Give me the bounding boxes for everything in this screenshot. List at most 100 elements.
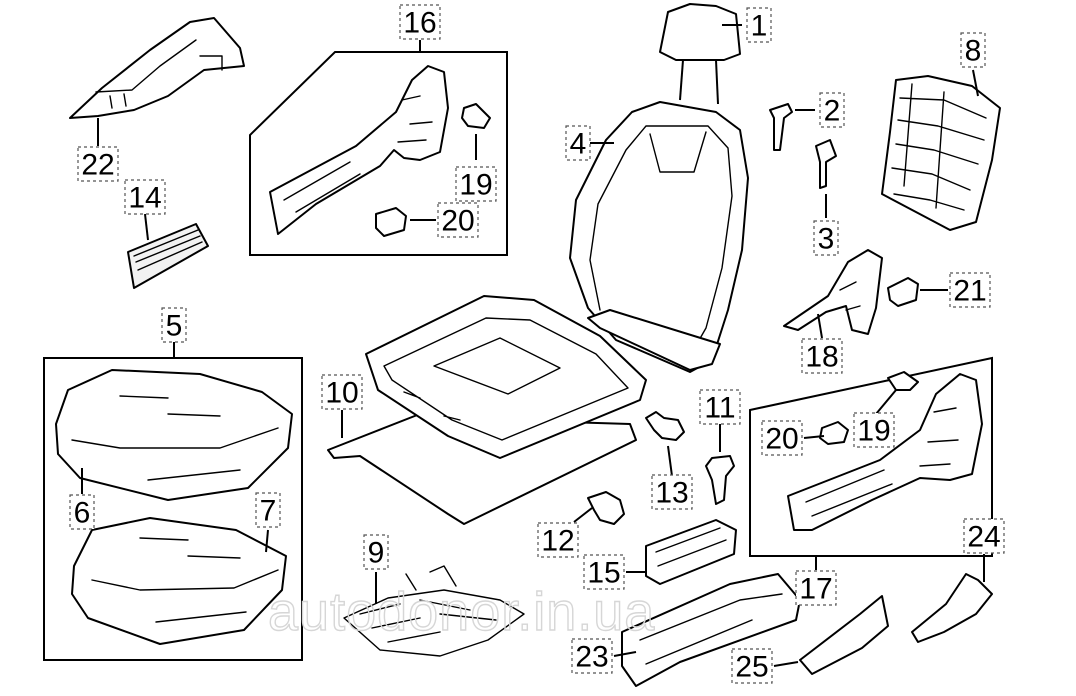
part-23-lower-cover [621, 573, 801, 687]
callout-box-11 [699, 389, 741, 425]
callout-6: 6 [69, 494, 95, 530]
callout-13: 13 [651, 474, 693, 510]
callout-box-8 [960, 32, 986, 68]
part-17-outer-side-cover [787, 373, 983, 531]
callout-box-18 [801, 338, 843, 374]
callout-box-23 [571, 638, 613, 674]
callout-9: 9 [363, 534, 389, 570]
callout-box-22 [77, 146, 119, 182]
callout-25: 25 [731, 648, 773, 684]
callout-number-17: 17 [799, 573, 832, 606]
callout-1: 1 [746, 7, 772, 43]
callout-box-21 [949, 272, 991, 308]
callout-number-22: 22 [81, 149, 114, 182]
part-6-cushion-cover [55, 369, 293, 501]
callout-number-9: 9 [368, 537, 385, 570]
callout-number-18: 18 [805, 341, 838, 374]
group-frame-16 [249, 51, 508, 256]
callout-number-12: 12 [541, 525, 574, 558]
callout-5: 5 [161, 307, 187, 343]
callout-box-2 [819, 92, 845, 128]
leader-lines [81, 24, 985, 667]
part-20-connector-lower [819, 421, 849, 445]
callout-number-20b: 20 [765, 423, 798, 456]
part-14-pad [127, 223, 209, 289]
part-12-bolt [587, 491, 625, 525]
callout-box-6 [69, 494, 95, 530]
callout-17: 17 [795, 570, 837, 606]
part-8-back-frame [881, 75, 1001, 231]
part-25-strip [799, 595, 889, 675]
part-7-cushion-pad [71, 517, 287, 645]
part-13-bolt [645, 411, 685, 441]
part-11-clip [705, 455, 735, 505]
callout-box-16 [399, 4, 441, 40]
callout-number-7: 7 [260, 495, 277, 528]
group-frame-17 [749, 356, 993, 557]
callout-box-10 [321, 374, 363, 410]
callout-14: 14 [124, 179, 166, 215]
callout-box-9 [363, 534, 389, 570]
callout-15: 15 [583, 554, 625, 590]
part-19-clip-lower [887, 371, 919, 391]
watermark: autodonor.in.ua [268, 582, 655, 642]
callout-19a: 19 [455, 166, 497, 202]
callout-box-20a [437, 202, 479, 238]
part-15-trim [645, 519, 737, 585]
callout-number-15: 15 [587, 557, 620, 590]
callout-box-13 [651, 474, 693, 510]
callout-number-25: 25 [735, 651, 768, 684]
callout-12: 12 [537, 522, 579, 558]
callout-4: 4 [565, 125, 591, 161]
callout-number-23: 23 [575, 641, 608, 674]
callout-number-6: 6 [74, 497, 91, 530]
callout-number-20a: 20 [441, 205, 474, 238]
callout-21: 21 [949, 272, 991, 308]
callout-8: 8 [960, 32, 986, 68]
part-3-headrest-guide-lock [815, 139, 837, 189]
part-4-seat-back [569, 101, 749, 373]
callout-10: 10 [321, 374, 363, 410]
part-20-connector-upper [375, 207, 407, 237]
callout-23: 23 [571, 638, 613, 674]
callout-3: 3 [813, 220, 839, 256]
callout-box-4 [565, 125, 591, 161]
callout-box-19b [853, 412, 895, 448]
callout-number-10: 10 [325, 377, 358, 410]
callout-number-5: 5 [166, 310, 183, 343]
callout-box-17 [795, 570, 837, 606]
callout-number-16: 16 [403, 7, 436, 40]
callout-19b: 19 [853, 412, 895, 448]
callout-11: 11 [699, 389, 741, 425]
callout-16: 16 [399, 4, 441, 40]
callout-number-1: 1 [751, 10, 768, 43]
callout-box-3 [813, 220, 839, 256]
callout-24: 24 [963, 518, 1005, 554]
callout-20b: 20 [761, 420, 803, 456]
part-19-clip-upper [461, 103, 491, 129]
part-22-trim-bracket [69, 17, 245, 119]
part-16-side-cover [269, 65, 449, 235]
callout-18: 18 [801, 338, 843, 374]
part-24-bracket [911, 573, 993, 643]
callout-7: 7 [255, 492, 281, 528]
callout-2: 2 [819, 92, 845, 128]
callout-number-14: 14 [128, 182, 161, 215]
part-1-headrest [659, 3, 741, 105]
callout-number-19b: 19 [857, 415, 890, 448]
callout-number-3: 3 [818, 223, 835, 256]
callout-number-8: 8 [965, 35, 982, 68]
callout-box-5 [161, 307, 187, 343]
callout-box-7 [255, 492, 281, 528]
callout-box-24 [963, 518, 1005, 554]
callout-number-4: 4 [570, 128, 587, 161]
callout-box-1 [746, 7, 772, 43]
part-2-headrest-guide [769, 103, 793, 151]
callout-box-15 [583, 554, 625, 590]
callout-box-25 [731, 648, 773, 684]
callout-number-21: 21 [953, 275, 986, 308]
callout-box-14 [124, 179, 166, 215]
callout-box-19a [455, 166, 497, 202]
